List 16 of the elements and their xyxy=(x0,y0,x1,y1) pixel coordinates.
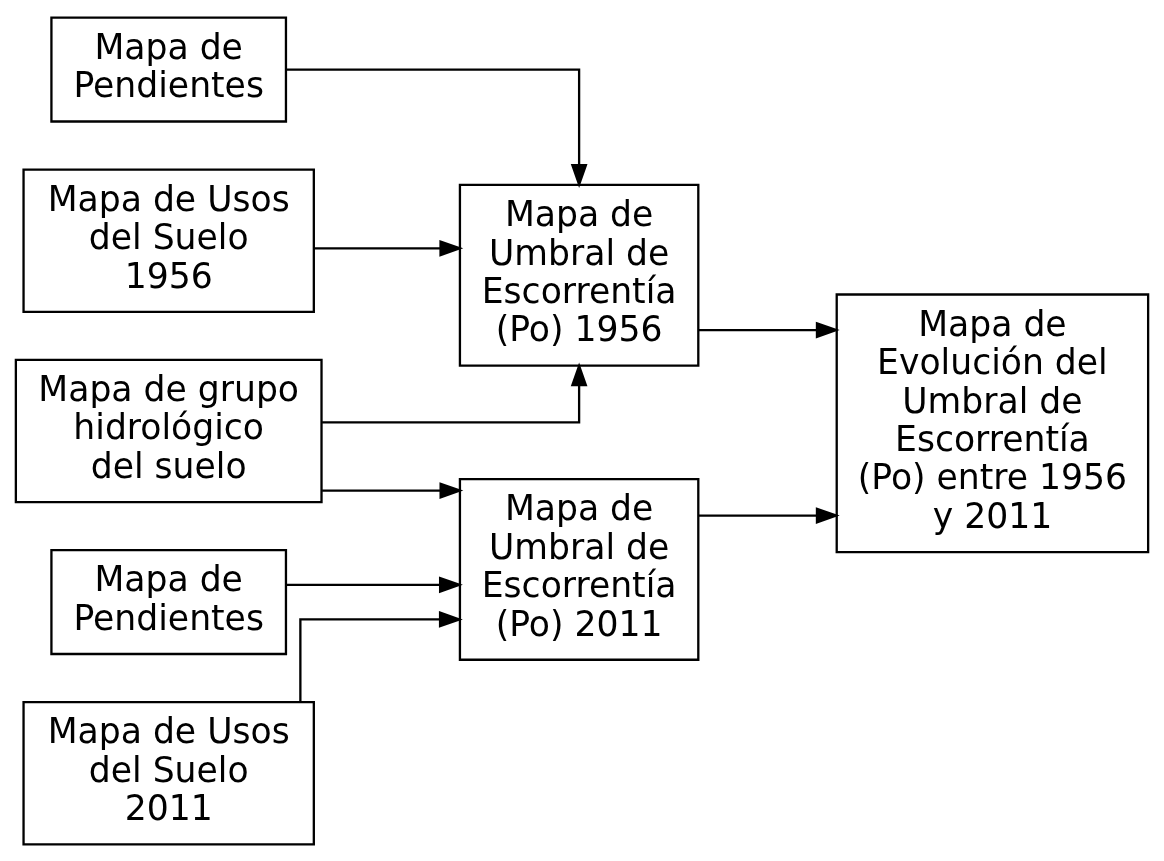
arrow xyxy=(698,321,840,338)
node-box: Mapa de Pendientes xyxy=(50,548,288,655)
arrow xyxy=(299,610,463,702)
node-box: Mapa de Evolución del Umbral de Escorrentía (Po) entre 1956 y 2011 xyxy=(835,292,1150,553)
node-box: Mapa de Pendientes xyxy=(50,16,288,123)
node-box: Mapa de Usos del Suelo 2011 xyxy=(22,700,315,845)
arrow xyxy=(313,239,464,257)
arrow xyxy=(322,481,464,499)
node-box: Mapa de Umbral de Escorrentía (Po) 1956 xyxy=(458,183,700,367)
node-box: Mapa de Usos del Suelo 1956 xyxy=(22,167,315,313)
arrow xyxy=(698,506,840,524)
arrow xyxy=(286,67,588,188)
node-box: Mapa de Umbral de Escorrentía (Po) 2011 xyxy=(458,477,700,661)
arrow xyxy=(322,361,588,423)
node-box: Mapa de grupo hidrológico del suelo xyxy=(14,358,323,503)
arrow xyxy=(286,575,463,593)
